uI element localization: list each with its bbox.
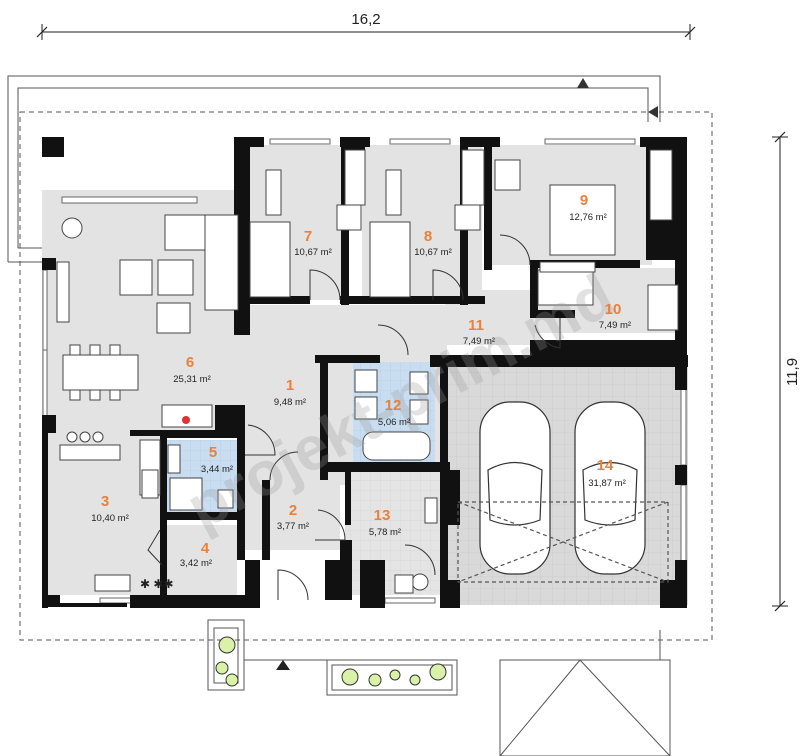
dimension-height: 11,9 [772,131,800,612]
room-number: 5 [209,444,217,461]
room-area: 9,48 m² [274,397,306,408]
room-number: 13 [374,507,391,524]
cooktop-symbol: ✱ ✱✱ [140,577,174,591]
room-area: 3,77 m² [277,521,309,532]
room-area: 12,76 m² [569,212,607,223]
width-label: 16,2 [351,11,380,28]
room-area: 5,06 m² [378,417,410,428]
roof-outline [7,75,713,641]
room-label-8: 8 10,67 m² [414,228,452,258]
room-label-12: 12 5,06 m² [378,397,410,428]
room-number: 8 [424,228,432,245]
room-area: 10,67 m² [294,247,332,258]
room-label-3: 3 10,40 m² [91,493,129,524]
room-number: 9 [580,192,588,209]
living-furniture [56,214,239,592]
room-label-11: 11 7,49 m² [463,317,495,347]
plants [215,636,447,687]
bedroom-furniture [249,149,679,331]
room-label-14: 14 31,87 m² [588,457,626,489]
room-number: 7 [304,228,312,245]
bathroom-fixtures [167,369,438,594]
room-area: 3,44 m² [201,464,233,475]
room-number: 3 [101,493,109,510]
room-number: 11 [468,317,484,334]
room-area: 25,31 m² [173,374,211,385]
room-number: 4 [201,540,210,557]
room-area: 10,40 m² [91,513,129,524]
room-area: 31,87 m² [588,478,626,489]
room-label-1: 1 9,48 m² [274,377,306,408]
room-area: 7,49 m² [599,320,631,331]
room-area: 3,42 m² [180,558,212,569]
room-label-5: 5 3,44 m² [201,444,233,475]
room-number: 12 [385,397,402,414]
room-label-7: 7 10,67 m² [294,228,332,258]
room-area: 10,67 m² [414,247,452,258]
room-label-9: 9 12,76 m² [569,192,607,223]
fireplace-icon [182,416,190,424]
room-number: 14 [597,457,614,474]
room-number: 6 [186,354,194,371]
outdoor-area [207,619,671,756]
room-number: 2 [289,502,297,519]
garage-cars [457,401,669,583]
room-label-10: 10 7,49 m² [599,301,631,331]
room-label-2: 2 3,77 m² [277,502,309,532]
room-number: 1 [286,377,294,394]
room-label-6: 6 25,31 m² [173,354,211,385]
height-label: 11,9 [784,358,800,386]
room-area: 5,78 m² [369,527,401,538]
room-area: 7,49 m² [463,336,495,347]
room-label-4: 4 3,42 m² [180,540,212,569]
room-number: 10 [605,301,622,318]
doors [147,234,561,601]
room-label-13: 13 5,78 m² [369,507,401,538]
dimension-width: 16,2 [36,11,696,40]
